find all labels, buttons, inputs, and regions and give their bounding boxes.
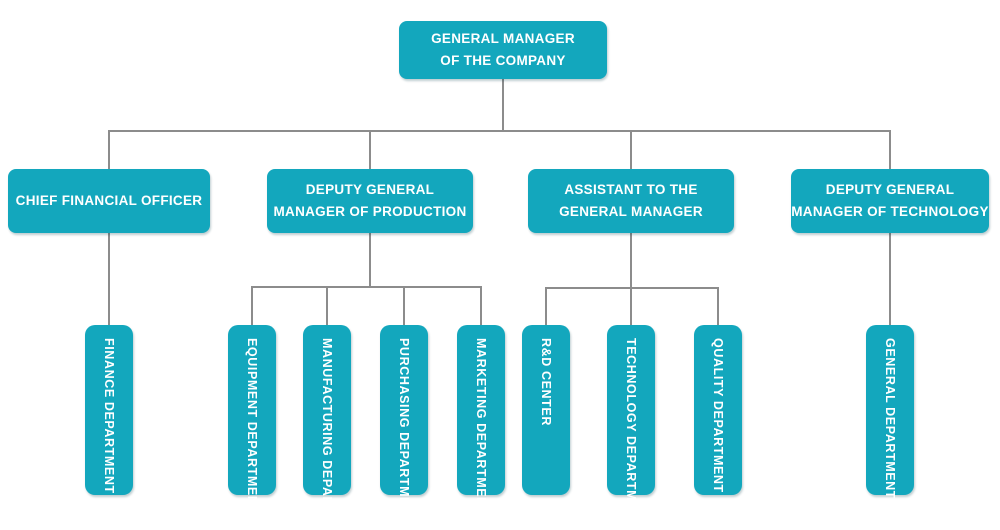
connector-assistant-stub [630, 233, 632, 289]
org-node-label: GENERAL MANAGER OF THE COMPANY [431, 30, 575, 68]
connector-cfo-finance [108, 233, 110, 325]
org-node-label: ASSISTANT TO THE GENERAL MANAGER [559, 181, 703, 219]
org-node-chief-financial-officer: CHIEF FINANCIAL OFFICER [8, 169, 210, 233]
org-node-label: MARKETING DEPARTMENT [474, 338, 488, 516]
connector-gm-stub [502, 79, 504, 131]
org-node-label: MANUFACTURING DEPARTMENT [320, 338, 334, 530]
org-node-general-manager: GENERAL MANAGER OF THE COMPANY [399, 21, 607, 79]
connector-production-bus [251, 286, 482, 288]
connector-drop-technology-dept [630, 287, 632, 325]
org-node-quality-department: QUALITY DEPARTMENT [694, 325, 742, 495]
org-node-label: GENERAL DEPARTMENT [883, 338, 897, 500]
connector-technology-general [889, 233, 891, 325]
org-node-manufacturing-department: MANUFACTURING DEPARTMENT [303, 325, 351, 530]
org-node-label: FINANCE DEPARTMENT [102, 338, 116, 494]
connector-drop-production [369, 130, 371, 170]
org-node-marketing-department: MARKETING DEPARTMENT [457, 325, 505, 515]
org-node-general-department: GENERAL DEPARTMENT [866, 325, 914, 499]
connector-level1-bus [108, 130, 891, 132]
org-node-deputy-gm-technology: DEPUTY GENERAL MANAGER OF TECHNOLOGY [791, 169, 989, 233]
connector-drop-manufacturing [326, 286, 328, 325]
connector-drop-assistant [630, 130, 632, 170]
org-node-purchasing-department: PURCHASING DEPARTMENT [380, 325, 428, 524]
org-node-label: TECHNOLOGY DEPARTMENT [624, 338, 638, 528]
connector-drop-technology [889, 130, 891, 170]
connector-production-stub [369, 233, 371, 287]
connector-drop-equipment [251, 286, 253, 325]
connector-assistant-bus [545, 287, 719, 289]
org-node-label: QUALITY DEPARTMENT [711, 338, 725, 493]
org-node-label: DEPUTY GENERAL MANAGER OF TECHNOLOGY [791, 181, 989, 219]
org-node-finance-department: FINANCE DEPARTMENT [85, 325, 133, 495]
org-node-label: CHIEF FINANCIAL OFFICER [15, 192, 203, 208]
org-node-label: DEPUTY GENERAL MANAGER OF PRODUCTION [273, 181, 467, 219]
connector-drop-marketing [480, 286, 482, 325]
org-node-label: EQUIPMENT DEPARTMENT [245, 338, 259, 514]
org-node-equipment-department: EQUIPMENT DEPARTMENT [228, 325, 276, 514]
org-node-assistant-to-gm: ASSISTANT TO THE GENERAL MANAGER [528, 169, 734, 233]
connector-drop-purchasing [403, 286, 405, 325]
connector-drop-cfo [108, 130, 110, 170]
org-node-rd-center: R&D CENTER [522, 325, 570, 495]
org-node-deputy-gm-production: DEPUTY GENERAL MANAGER OF PRODUCTION [267, 169, 473, 233]
connector-drop-quality [717, 287, 719, 325]
connector-drop-rd-center [545, 287, 547, 325]
org-node-technology-department: TECHNOLOGY DEPARTMENT [607, 325, 655, 528]
org-node-label: PURCHASING DEPARTMENT [397, 338, 411, 524]
org-node-label: R&D CENTER [539, 338, 553, 426]
